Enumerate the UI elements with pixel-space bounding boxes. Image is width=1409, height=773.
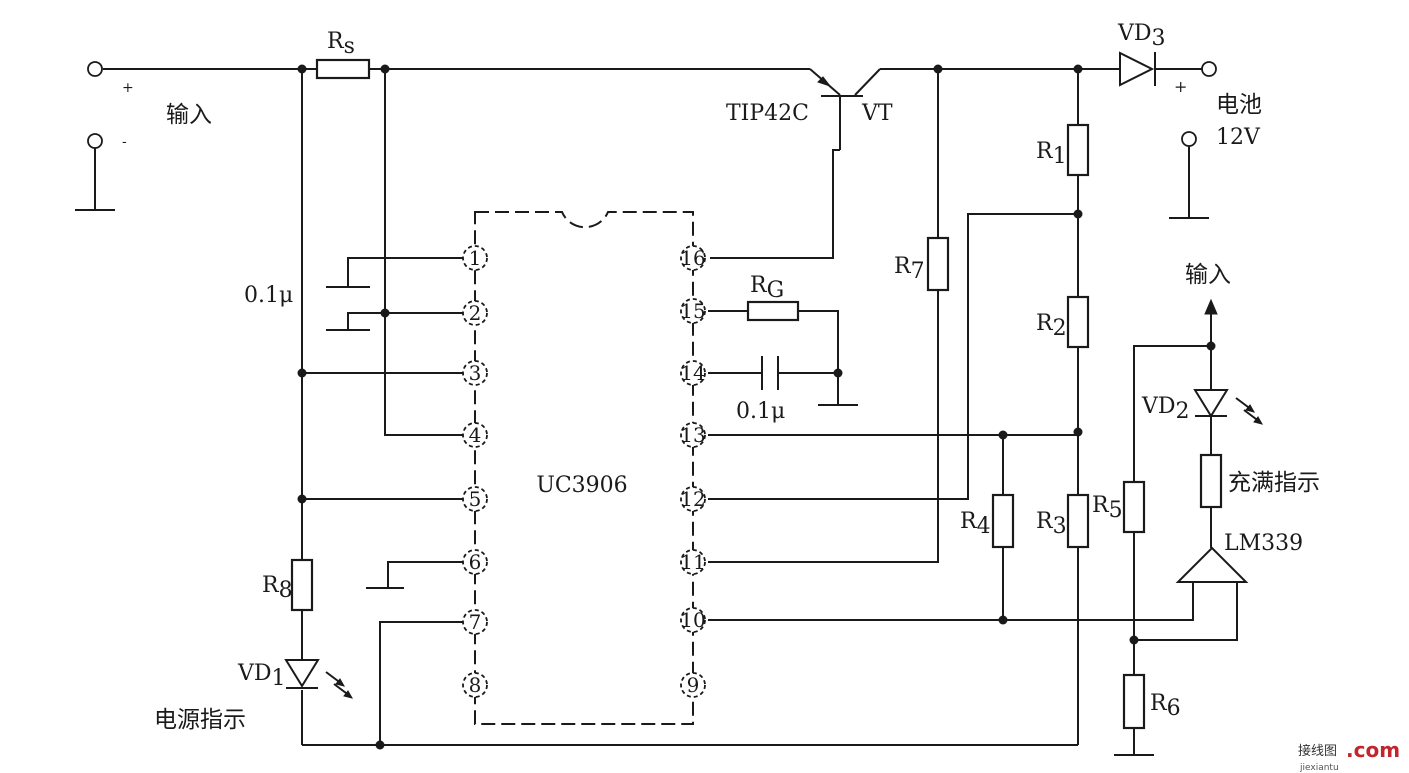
capacitor-left-value: 0.1μ — [244, 283, 293, 308]
input-plus-terminal — [87, 61, 103, 77]
watermark-dotcom: .com — [1346, 738, 1400, 762]
r2-label: R2 — [1036, 311, 1067, 341]
battery-voltage: 12V — [1216, 125, 1261, 150]
ic-pin-label: 16 — [680, 246, 705, 270]
rs-label: Rs — [327, 29, 355, 59]
ic-pin-label: 8 — [469, 673, 482, 697]
ic-name: UC3906 — [536, 473, 627, 498]
full-charge-label: 充满指示 — [1228, 470, 1320, 496]
ic-pin-label: 4 — [469, 423, 482, 447]
input-plus-sign: + — [122, 80, 134, 96]
led-vd1 — [284, 659, 320, 688]
vd3-name: VD3 — [1117, 21, 1166, 51]
resistor-r1 — [1066, 123, 1090, 177]
diodes — [284, 51, 1229, 689]
battery-label: 电池 — [1216, 92, 1262, 118]
ic-pin-label: 1 — [469, 246, 482, 270]
r8-label: R8 — [262, 573, 293, 603]
r4-label: R4 — [960, 509, 991, 539]
watermark-cn: 接线图 — [1298, 743, 1337, 759]
comparator-lm339 — [1175, 546, 1249, 583]
full-charge-input-label: 输入 — [1185, 262, 1231, 288]
ic-pin-label: 7 — [469, 610, 482, 634]
ic-pin-label: 9 — [687, 673, 700, 697]
diode-vd3 — [1119, 51, 1155, 87]
input-minus-terminal — [87, 133, 103, 149]
led-vd2 — [1193, 389, 1229, 418]
ic-pin-label: 15 — [680, 299, 705, 323]
capacitor-right-value: 0.1μ — [736, 399, 785, 424]
vd2-label: VD2 — [1141, 394, 1190, 424]
ic-pin-numbers: 1 2 3 4 5 6 7 8 16 15 14 13 12 11 10 9 — [469, 246, 706, 697]
input-minus-sign: - — [122, 134, 127, 150]
labels: UC3906 输入 + - TIP42C VT VD3 + 电池 12V Rs … — [122, 21, 1400, 773]
ic-pin-label: 3 — [469, 361, 482, 385]
input-arrow-icon — [1204, 298, 1218, 315]
ic-pin-label: 5 — [469, 487, 482, 511]
ic-pin-label: 10 — [680, 608, 705, 632]
resistor-r5 — [1122, 480, 1146, 534]
ic-pin-label: 2 — [469, 301, 482, 325]
transistor-ref: VT — [861, 101, 893, 126]
resistor-r6 — [1122, 673, 1146, 730]
r6-label: R6 — [1150, 691, 1181, 721]
ic-uc3906 — [474, 211, 694, 725]
transistor-emitter-arrow — [817, 76, 832, 87]
ic-pin-circles — [462, 245, 706, 698]
resistor-r3 — [1066, 493, 1090, 549]
ic-pin-label: 11 — [680, 550, 705, 574]
battery-minus-terminal — [1181, 131, 1197, 147]
comparator-label: LM339 — [1224, 531, 1303, 556]
input-label: 输入 — [166, 102, 212, 128]
resistor-r2 — [1066, 295, 1090, 349]
resistor-rs — [315, 58, 371, 80]
watermark-url: jiexiantu — [1299, 763, 1339, 773]
resistor-r4 — [991, 493, 1015, 549]
rg-label: RG — [750, 273, 784, 303]
ic-pin-label: 6 — [469, 550, 482, 574]
resistor-rfull — [1199, 453, 1223, 509]
vd1-label: VD1 — [237, 661, 286, 691]
ic-pin-label: 14 — [680, 361, 705, 385]
capacitors — [326, 286, 779, 390]
r5-label: R5 — [1092, 493, 1123, 523]
resistor-r8 — [290, 558, 314, 612]
r1-label: R1 — [1036, 139, 1067, 169]
power-indicator-label: 电源指示 — [154, 707, 246, 733]
resistors — [290, 58, 1223, 730]
wires — [75, 68, 1238, 756]
resistor-r7 — [926, 236, 950, 292]
r3-label: R3 — [1036, 509, 1067, 539]
r7-label: R7 — [894, 254, 925, 284]
junction-dots — [297, 64, 1216, 750]
light-arrows — [325, 397, 1264, 699]
transistor-part: TIP42C — [726, 101, 809, 126]
resistor-rg — [746, 300, 800, 322]
ic-pin-label: 12 — [680, 487, 705, 511]
battery-plus-terminal — [1201, 61, 1217, 77]
ic-pin-label: 13 — [680, 423, 705, 447]
battery-plus-sign: + — [1174, 77, 1187, 96]
terminals — [87, 61, 1217, 149]
